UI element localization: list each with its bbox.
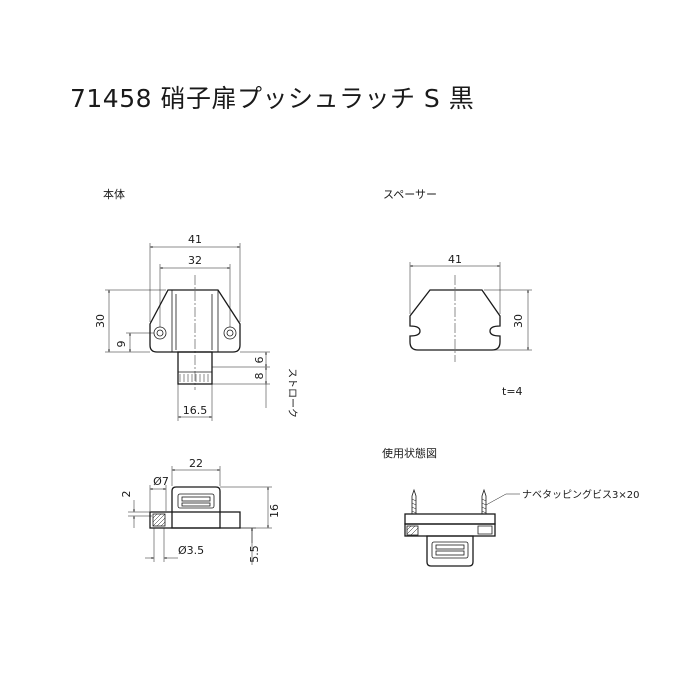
dim-spacer-height: 30 — [512, 314, 525, 328]
page-title: 71458 硝子扉プッシュラッチ S 黒 — [70, 84, 475, 113]
mounting-board — [404, 513, 496, 525]
screw-callout: ナベタッピングビス3×20 — [522, 488, 639, 501]
dim-body-hole-pitch: 32 — [188, 254, 202, 267]
left-screw-hole — [153, 326, 167, 340]
dim-side-dia-7: Ø7 — [153, 475, 169, 488]
dim-body-hole-offset: 9 — [115, 341, 128, 348]
screw-leader — [485, 493, 507, 506]
main-body-side-view: 22 Ø7 2 16 Ø3.5 5.5 — [120, 457, 281, 565]
dim-body-height: 30 — [94, 314, 107, 328]
right-screw — [481, 488, 487, 515]
dim-body-width: 41 — [188, 233, 202, 246]
dim-spacer-width: 41 — [448, 253, 462, 266]
dim-body-plunger-width: 16.5 — [183, 404, 208, 417]
dim-side-dia-3-5: Ø3.5 — [178, 544, 204, 557]
dim-body-plunger-8: 8 — [253, 373, 266, 380]
spacer-view: 41 30 t=4 — [409, 253, 532, 398]
dim-side-16: 16 — [268, 504, 281, 518]
dim-side-width: 22 — [189, 457, 203, 470]
side-body — [171, 486, 221, 529]
dim-side-5-5: 5.5 — [248, 545, 261, 563]
dim-body-plunger-6: 6 — [253, 357, 266, 364]
spacer-view-label: スペーサー — [383, 188, 438, 201]
dim-body-stroke: ストローク — [286, 368, 298, 418]
right-screw-hole — [223, 326, 237, 340]
spacer-outline — [409, 289, 501, 351]
left-screw — [411, 488, 417, 515]
side-flange — [149, 511, 241, 529]
main-body-front-view: 41 32 30 9 6 8 ストローク 16.5 — [94, 233, 298, 421]
usage-view: ナベタッピングビス3×20 — [404, 488, 639, 567]
dim-side-2: 2 — [120, 491, 133, 498]
dim-spacer-thickness: t=4 — [502, 385, 523, 398]
usage-view-label: 使用状態図 — [382, 447, 437, 460]
usage-body — [426, 535, 474, 567]
body-outline — [149, 289, 241, 353]
main-body-view-label: 本体 — [103, 188, 125, 201]
